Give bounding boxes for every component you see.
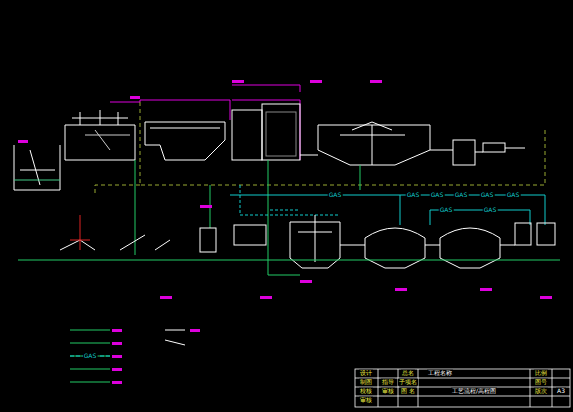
title-block-cell: 工艺流程/高程图 <box>451 388 497 395</box>
gas-line-tag: GAS <box>406 192 421 199</box>
gas-line-tag: GAS <box>439 207 454 214</box>
gas-line-tag: GAS <box>506 192 521 199</box>
gas-line-tag: GAS <box>480 192 495 199</box>
title-block-cell: 指导 <box>381 379 395 386</box>
title-block-cell: A3 <box>556 388 566 395</box>
title-block-cell: 图 名 <box>400 388 416 395</box>
title-block-cell: 版次 <box>534 388 548 395</box>
gas-line-tag: GAS <box>328 192 343 199</box>
gas-line-tag: GAS <box>430 192 445 199</box>
title-block-cell: 总名 <box>401 370 415 377</box>
title-block-cell: 审核 <box>359 397 373 404</box>
gas-line-tag: GAS <box>483 207 498 214</box>
title-block-cell: 设计 <box>359 370 373 377</box>
title-block-cell: 工程名称 <box>427 370 453 377</box>
gas-line-tag: GAS <box>454 192 469 199</box>
gas-line-tag: GAS <box>83 353 98 360</box>
title-block-cell: 图号 <box>534 379 548 386</box>
title-block-cell: 制图 <box>359 379 373 386</box>
title-block-cell: 校核 <box>359 388 373 395</box>
title-block-cell: 审核 <box>381 388 395 395</box>
title-block-cell: 子项名 <box>398 379 418 386</box>
title-block-cell: 比例 <box>534 370 548 377</box>
